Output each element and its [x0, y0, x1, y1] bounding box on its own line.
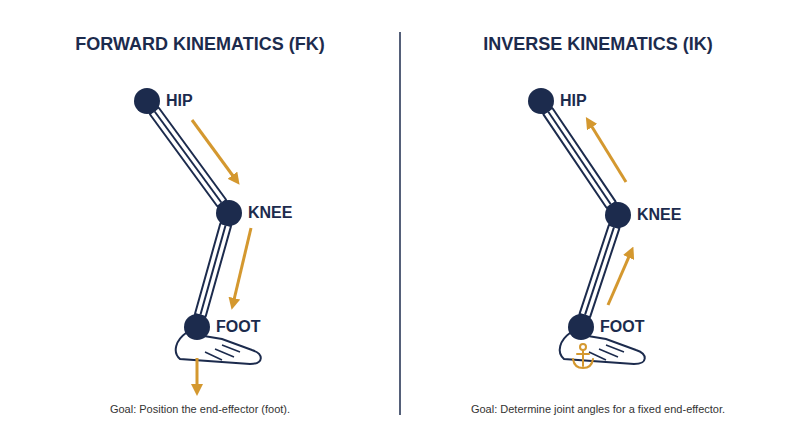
- toe-lines: [589, 345, 624, 360]
- bone-connector: [155, 111, 222, 202]
- joint-dot: HIP: [528, 88, 554, 114]
- goal-caption: Goal: Determine joint angles for a fixed…: [471, 403, 725, 415]
- joint-dot: KNEE: [605, 202, 631, 228]
- divider-line: [399, 32, 401, 415]
- joint-dot: HIP: [134, 88, 160, 114]
- bone-connector: [201, 226, 226, 315]
- bone-connector: [585, 227, 614, 314]
- motion-arrow: [608, 252, 631, 305]
- goal-caption: Goal: Position the end-effector (foot).: [110, 403, 290, 415]
- joint-label: FOOT: [600, 318, 644, 336]
- panel-heading: INVERSE KINEMATICS (IK): [483, 34, 713, 55]
- joint-dot: FOOT: [568, 314, 594, 340]
- motion-arrow: [196, 358, 199, 390]
- joint-label: FOOT: [216, 318, 260, 336]
- joint-label: KNEE: [248, 204, 292, 222]
- toe-lines: [205, 345, 240, 360]
- joint-label: KNEE: [637, 206, 681, 224]
- panel-heading: FORWARD KINEMATICS (FK): [75, 34, 324, 55]
- joint-label: HIP: [560, 92, 587, 110]
- joint-dot: KNEE: [216, 200, 242, 226]
- joint-label: HIP: [166, 92, 193, 110]
- anchor-symbol: [573, 344, 593, 368]
- motion-arrow: [233, 228, 251, 304]
- foot-outline: [176, 333, 261, 364]
- joint-dot: FOOT: [184, 314, 210, 340]
- bone-connector: [548, 112, 610, 204]
